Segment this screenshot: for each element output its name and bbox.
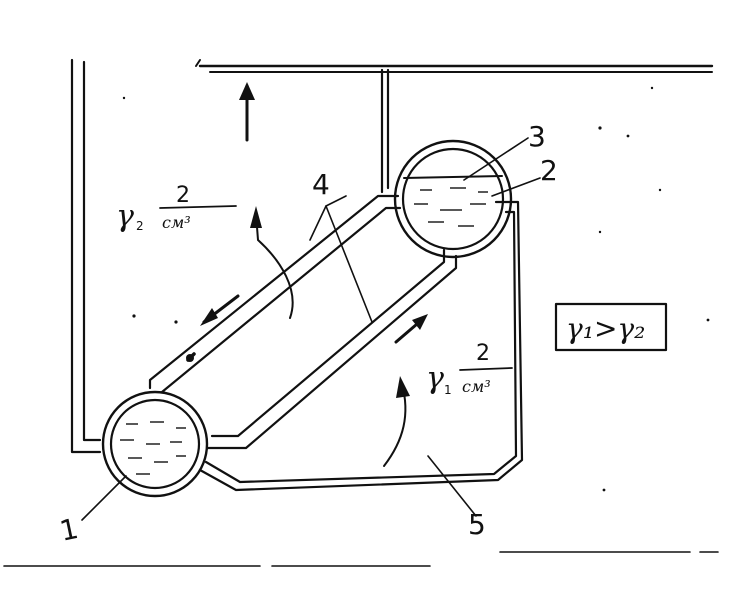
baffle-plate xyxy=(380,68,390,194)
label-1: 1 xyxy=(57,512,81,548)
left-frac-num: 2 xyxy=(176,183,190,208)
label-4: 4 xyxy=(312,168,330,201)
label-5: 5 xyxy=(468,508,486,541)
left-frac-den: см³ xyxy=(162,213,191,232)
left-gamma: γ xyxy=(116,199,134,234)
right-frac-num: 2 xyxy=(476,341,490,366)
density-relation-box: γ₁>γ₂ xyxy=(554,302,668,352)
inner-tube xyxy=(206,248,458,450)
label-2: 2 xyxy=(540,154,558,187)
density-annotation-left: γ 2 2 см³ xyxy=(116,183,237,234)
leader-lines xyxy=(81,137,541,521)
furnace-walls xyxy=(70,58,714,454)
flow-arrows xyxy=(200,294,428,344)
flue-gas-arrow xyxy=(239,82,255,142)
left-gamma-sub: 2 xyxy=(136,219,144,233)
downcomer-loop xyxy=(198,200,524,492)
right-gamma-sub: 1 xyxy=(444,383,452,397)
riser-tube xyxy=(148,194,402,394)
right-frac-den: см³ xyxy=(462,377,491,396)
convection-arrows xyxy=(250,206,410,467)
label-3: 3 xyxy=(528,120,546,153)
lower-drum xyxy=(101,390,209,498)
density-relation: γ₁>γ₂ xyxy=(566,312,645,345)
upper-drum xyxy=(393,139,513,259)
right-gamma: γ xyxy=(426,361,444,396)
scan-specks xyxy=(122,86,710,492)
density-annotation-right: γ 1 2 см³ xyxy=(426,341,513,397)
bottom-rules xyxy=(3,551,719,567)
